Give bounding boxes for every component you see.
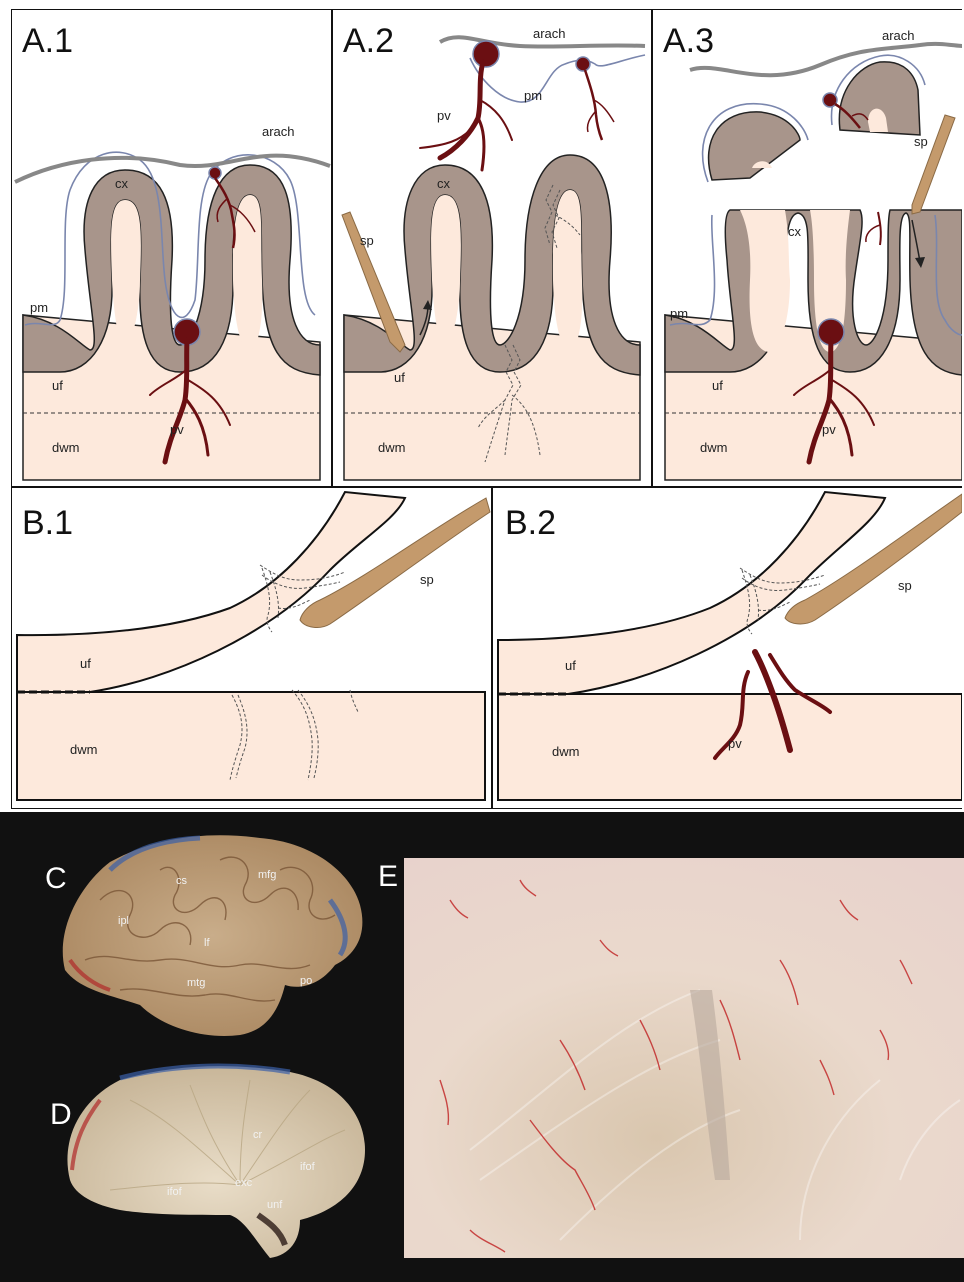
label-sp: sp xyxy=(360,233,374,248)
panel-a1-title: A.1 xyxy=(22,22,73,60)
label-sp: sp xyxy=(914,134,928,149)
label-cs: cs xyxy=(176,875,188,887)
label-cx: cx xyxy=(115,176,129,191)
label-dwm: dwm xyxy=(700,440,727,455)
label-sp: sp xyxy=(420,572,434,587)
panel-a2-title: A.2 xyxy=(343,22,394,60)
panel-a1: A.1 arach cx pm uf dwm pv xyxy=(11,9,332,487)
label-uf: uf xyxy=(80,656,91,671)
label-pm: pm xyxy=(524,88,542,103)
panel-a3: A.3 arach sp cx pm uf dwm pv xyxy=(652,9,964,487)
panel-b1-title: B.1 xyxy=(22,504,73,542)
label-ifof-left: ifof xyxy=(167,1186,183,1198)
label-arach: arach xyxy=(882,28,915,43)
label-mtg: mtg xyxy=(187,977,205,989)
panel-b2-title: B.2 xyxy=(505,504,556,542)
panel-e-title: E xyxy=(378,860,398,893)
label-dwm: dwm xyxy=(378,440,405,455)
label-sp: sp xyxy=(898,578,912,593)
label-uf: uf xyxy=(52,378,63,393)
panel-a2: A.2 arach pm pv cx sp uf dwm xyxy=(332,9,652,487)
panel-b2: B.2 sp uf dwm pv xyxy=(492,487,964,809)
photo-region: C cs mfg ipl lf mtg po D cr ifof xyxy=(0,812,964,1282)
label-cx: cx xyxy=(437,176,451,191)
label-dwm: dwm xyxy=(552,744,579,759)
label-pv: pv xyxy=(437,108,451,123)
label-ifof-right: ifof xyxy=(300,1161,316,1173)
label-uf: uf xyxy=(394,370,405,385)
label-arach: arach xyxy=(262,124,295,139)
label-cx: cx xyxy=(788,224,802,239)
label-pm: pm xyxy=(30,300,48,315)
label-uf: uf xyxy=(712,378,723,393)
label-dwm: dwm xyxy=(52,440,79,455)
label-mfg: mfg xyxy=(258,869,276,881)
panel-e: E xyxy=(378,858,964,1258)
label-po: po xyxy=(300,975,312,987)
label-ipl: ipl xyxy=(118,915,129,927)
panel-c-title: C xyxy=(45,862,67,895)
label-pv: pv xyxy=(170,422,184,437)
label-uf: uf xyxy=(565,658,576,673)
panel-d-title: D xyxy=(50,1098,72,1131)
closeup-photo xyxy=(404,858,964,1258)
label-pv: pv xyxy=(728,736,742,751)
label-pm: pm xyxy=(670,306,688,321)
label-unf: unf xyxy=(267,1199,283,1211)
label-exc: exc xyxy=(235,1177,253,1189)
label-lf: lf xyxy=(204,937,210,949)
label-pv: pv xyxy=(822,422,836,437)
label-cr: cr xyxy=(253,1129,263,1141)
label-arach: arach xyxy=(533,26,566,41)
panel-b1: B.1 sp uf dwm xyxy=(11,487,492,809)
label-dwm: dwm xyxy=(70,742,97,757)
panel-a3-title: A.3 xyxy=(663,22,714,60)
